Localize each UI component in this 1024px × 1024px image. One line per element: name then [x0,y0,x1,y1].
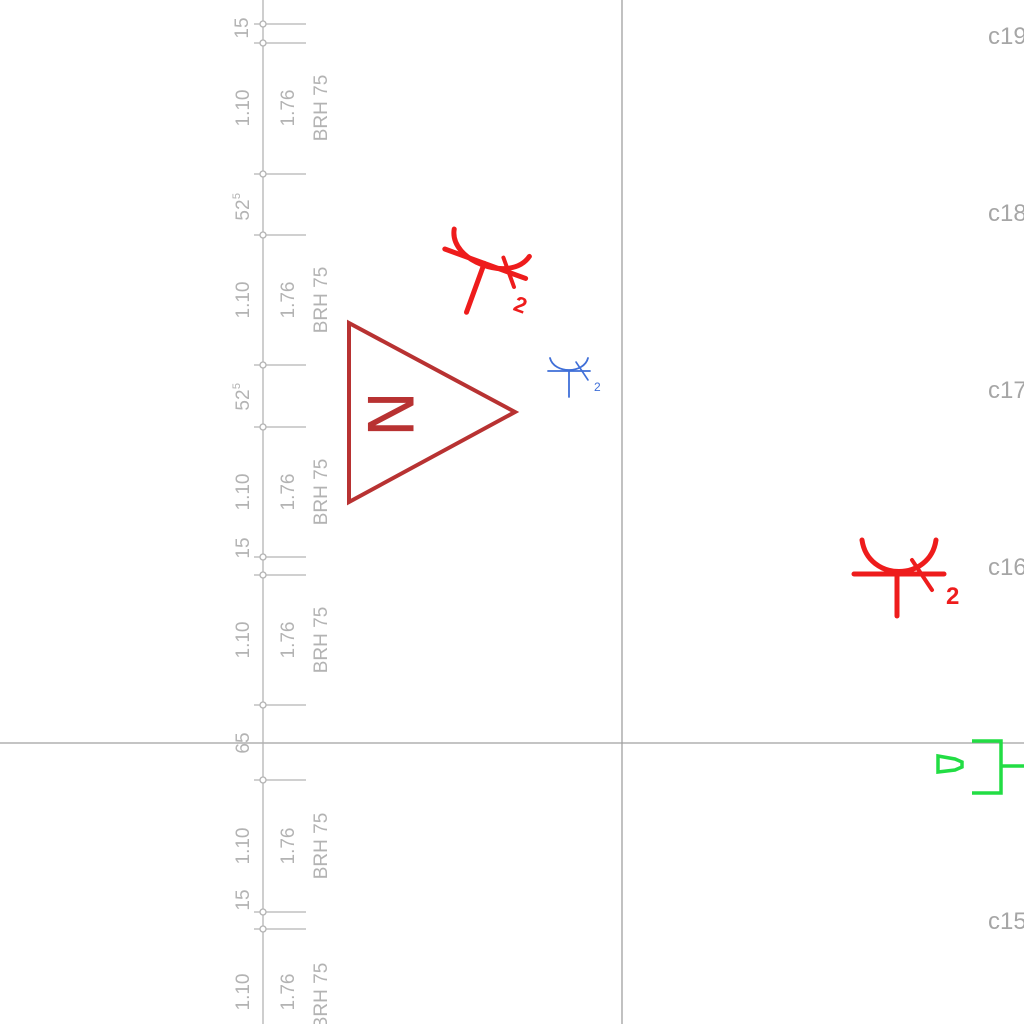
triangle-icon [347,319,520,506]
dimension-node [259,361,267,369]
height-label: 1.76 [278,828,299,865]
dimension-label: 1.10 [233,828,254,865]
breast-height-label: BRH 75 [311,813,332,880]
height-label: 1.76 [278,474,299,511]
height-label: 1.76 [278,622,299,659]
dimension-node [259,20,267,28]
socket-suffix: 2 [946,583,959,610]
dimension-label: 1.10 [233,622,254,659]
socket-suffix: 2 [510,291,530,319]
dimension-node [259,571,267,579]
room-label: c19 [988,23,1024,50]
dimension-superscript: 5 [231,383,243,389]
breast-height-label: BRH 75 [311,607,332,674]
dimension-label: 1.10 [233,474,254,511]
triangle-letter: N [356,391,429,437]
dimension-label: 15 [233,889,254,910]
room-label: c17 [988,377,1024,404]
height-label: 1.76 [278,90,299,127]
dimension-node [259,231,267,239]
dimension-label: 52 [233,199,254,220]
dimension-label: 52 [233,389,254,410]
dimension-node [259,908,267,916]
breast-height-label: BRH 75 [311,459,332,526]
room-label: c16 [988,554,1024,581]
dimension-label: 65 [233,732,254,753]
switch-icon [936,739,1024,795]
dimension-label: 1.10 [233,282,254,319]
dimension-label: 1.10 [233,90,254,127]
room-labels: c19 c18 c17 c16 c15 [988,23,1024,935]
socket-outlet-icon: 2 [442,226,532,319]
height-label: 1.76 [278,282,299,319]
dimension-node [259,170,267,178]
dimension-label: 15 [233,537,254,558]
dimension-node [259,925,267,933]
room-label: c18 [988,200,1024,227]
breast-height-label: BRH 75 [311,75,332,142]
distribution-board-symbol: N [347,319,520,506]
dimension-label: 1.10 [233,974,254,1011]
dimension-labels: 15 1.10 1.76 BRH 75 52 5 1.10 1.76 BRH 7… [231,17,332,1024]
socket-outlet-icon: 2 [547,357,601,398]
dimension-chain [254,0,306,1024]
socket-suffix: 2 [594,380,601,394]
dimension-node [259,39,267,47]
dimension-label: 15 [232,17,253,38]
dimension-node [259,423,267,431]
dimension-node [259,553,267,561]
height-label: 1.76 [278,974,299,1011]
dimension-node [259,701,267,709]
room-label: c15 [988,908,1024,935]
socket-outlet-icon: 2 [851,537,959,619]
dimension-node [259,776,267,784]
breast-height-label: BRH 75 [311,963,332,1024]
breast-height-label: BRH 75 [311,267,332,334]
dimension-superscript: 5 [231,193,243,199]
